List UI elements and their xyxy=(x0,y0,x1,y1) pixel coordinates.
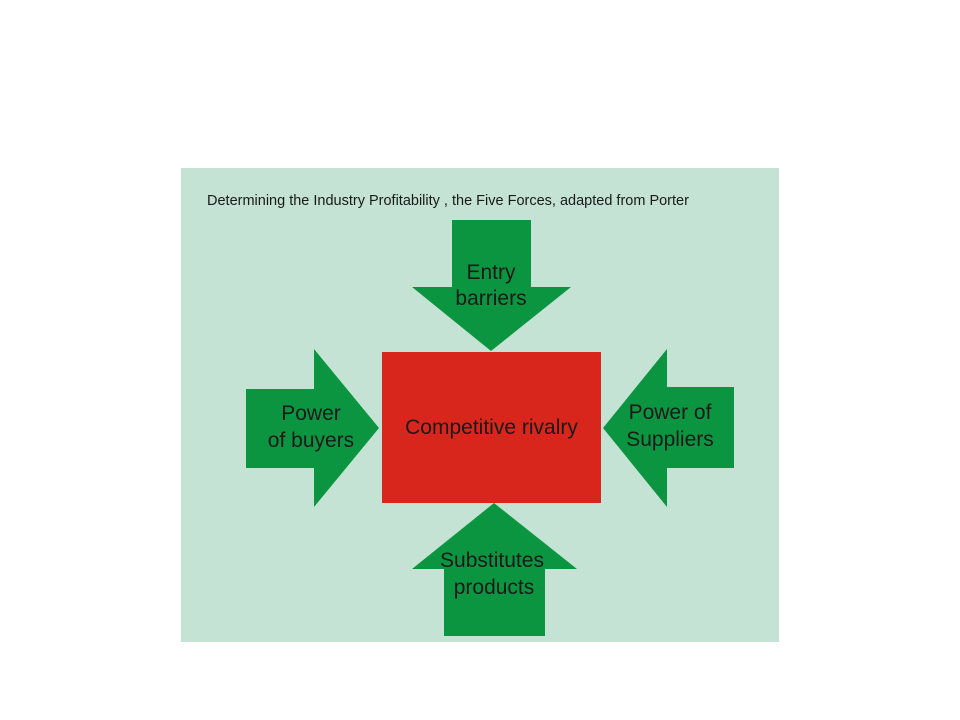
force-left-line1: Power xyxy=(281,402,341,425)
force-bottom-line1: Substitutes xyxy=(440,549,544,572)
arrow-right-shape xyxy=(246,349,379,507)
force-right-line2: Suppliers xyxy=(626,428,714,451)
force-left-line2: of buyers xyxy=(268,429,354,452)
center-competitive-rivalry: Competitive rivalry xyxy=(382,352,601,503)
diagram-title: Determining the Industry Profitability ,… xyxy=(207,193,689,209)
force-right-line1: Power of xyxy=(629,401,712,424)
force-bottom-line2: products xyxy=(454,576,535,599)
center-box xyxy=(382,352,601,503)
force-top-line2: barriers xyxy=(455,287,526,310)
force-top-line1: Entry xyxy=(466,261,516,284)
force-power-of-suppliers: Power of Suppliers xyxy=(603,349,734,507)
force-power-of-buyers: Power of buyers xyxy=(246,349,379,507)
center-label: Competitive rivalry xyxy=(405,416,578,439)
arrow-left-shape xyxy=(603,349,734,507)
force-entry-barriers: Entry barriers xyxy=(412,220,571,351)
arrow-up-shape xyxy=(412,503,577,636)
arrow-down-shape xyxy=(412,220,571,351)
force-substitutes-products: Substitutes products xyxy=(412,503,577,636)
